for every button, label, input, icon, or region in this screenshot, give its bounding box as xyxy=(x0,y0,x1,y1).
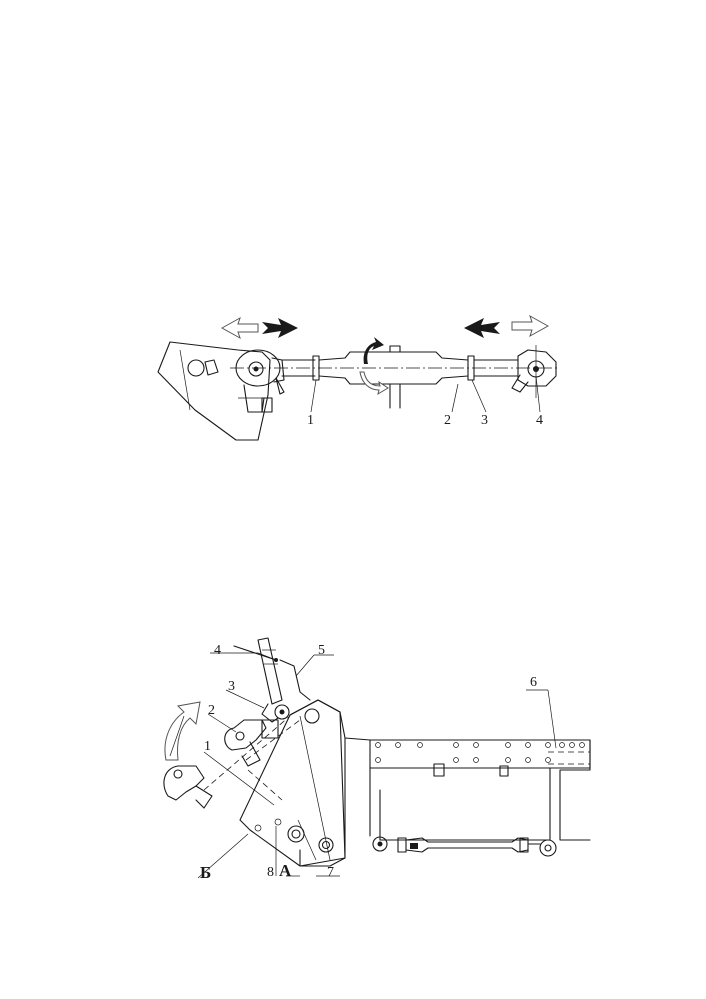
solid-arrow-left-icon xyxy=(464,318,500,338)
view-letter-b: Б xyxy=(200,863,211,882)
top-figure: 1 2 3 4 xyxy=(157,314,560,441)
top-link xyxy=(257,637,290,723)
left-mounting-bracket xyxy=(157,341,271,441)
strut xyxy=(279,659,311,701)
hollow-arrow-right-icon xyxy=(511,314,550,338)
callout-bottom-2: 2 xyxy=(208,703,215,718)
hole-8 xyxy=(274,818,282,826)
lower-rod xyxy=(372,836,557,857)
callout-bottom-3: 3 xyxy=(228,679,235,694)
hole-b xyxy=(254,824,262,832)
rotate-arrow-icon xyxy=(359,337,389,396)
bottom-figure: 4 5 3 2 1 6 Б 8 А 7 xyxy=(163,637,591,882)
frame-rail xyxy=(369,739,591,769)
lock-nut-3 xyxy=(467,355,475,381)
upper-hook xyxy=(224,719,279,767)
callout-top-4: 4 xyxy=(536,413,543,428)
left-ball-joint xyxy=(235,349,285,395)
upper-pin xyxy=(304,708,320,724)
callout-bottom-5: 5 xyxy=(318,643,325,658)
callout-bottom-4: 4 xyxy=(214,643,221,658)
view-letter-a: А xyxy=(279,861,292,880)
solid-arrow-right-icon xyxy=(262,318,298,338)
turnbuckle-assembly xyxy=(230,345,560,409)
callout-top-3: 3 xyxy=(481,413,488,428)
rail-holes xyxy=(375,742,585,763)
lower-hook xyxy=(163,765,213,809)
callout-bottom-1: 1 xyxy=(204,739,211,754)
callout-top-2: 2 xyxy=(444,413,451,428)
hitch-plate xyxy=(239,699,346,867)
bracket-pin-hole xyxy=(187,359,205,377)
hollow-arrow-left-icon xyxy=(220,316,259,340)
right-ball-joint xyxy=(511,345,557,398)
callout-bottom-8: 8 xyxy=(267,865,274,880)
callout-top-1: 1 xyxy=(307,413,314,428)
callout-bottom-7: 7 xyxy=(327,865,334,880)
callout-bottom-6: 6 xyxy=(530,675,537,690)
curved-lift-arrow-icon xyxy=(164,701,201,761)
